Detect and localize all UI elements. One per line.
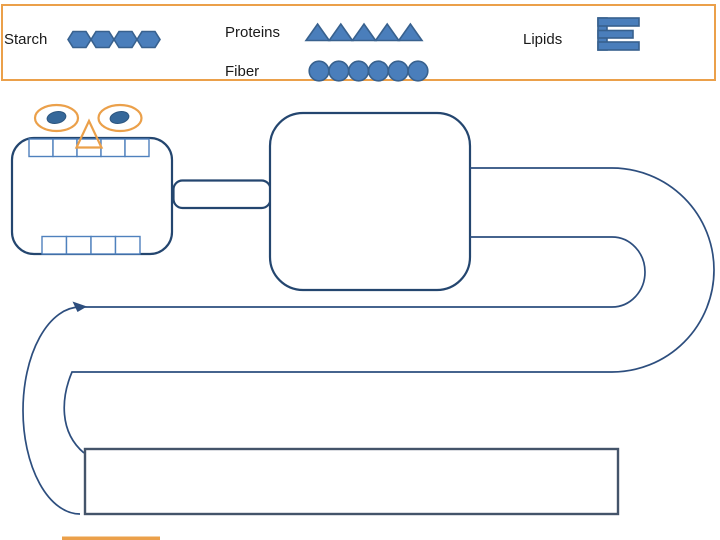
flow-arrowhead-icon [72, 301, 87, 312]
legend-label-proteins: Proteins [225, 24, 281, 41]
left-pupil-icon [46, 110, 67, 125]
protein-triangles-icon [304, 22, 424, 42]
large-intestine-shape [83, 447, 620, 516]
protein-unit [350, 22, 378, 42]
left-eye-icon [33, 103, 80, 133]
fiber-circles-icon [308, 60, 429, 82]
legend-box: Starch Proteins Fiber Lipids [1, 4, 716, 82]
tooth [124, 138, 150, 158]
starch-unit [136, 30, 161, 49]
starch-chain-icon [67, 30, 161, 49]
stomach-shape [268, 111, 472, 292]
legend-label-lipids: Lipids [523, 31, 563, 48]
lower-teeth [41, 235, 141, 255]
right-eye-icon [97, 103, 143, 133]
intestine-tube-inner-line [22, 236, 646, 515]
legend-label-starch: Starch [4, 31, 48, 48]
tooth [41, 235, 68, 255]
protein-unit [397, 22, 424, 42]
nose-icon [74, 118, 104, 149]
protein-unit [327, 22, 354, 42]
tooth [28, 138, 54, 158]
tooth [90, 235, 117, 255]
lipid-bar [597, 17, 640, 27]
tooth [52, 138, 78, 158]
tooth [100, 138, 126, 158]
bottom-accent-bar [62, 536, 160, 540]
tooth [114, 235, 141, 255]
protein-unit [304, 22, 331, 42]
fiber-unit [407, 60, 429, 82]
lipid-bars-icon [597, 17, 640, 51]
esophagus-shape [172, 179, 272, 210]
lipid-bar [597, 41, 640, 51]
right-pupil-icon [109, 110, 130, 125]
protein-unit [374, 22, 401, 42]
tooth [65, 235, 92, 255]
intestine-tube-outer-line [63, 167, 715, 454]
legend-label-fiber: Fiber [225, 63, 260, 80]
lipid-bar [597, 29, 634, 39]
